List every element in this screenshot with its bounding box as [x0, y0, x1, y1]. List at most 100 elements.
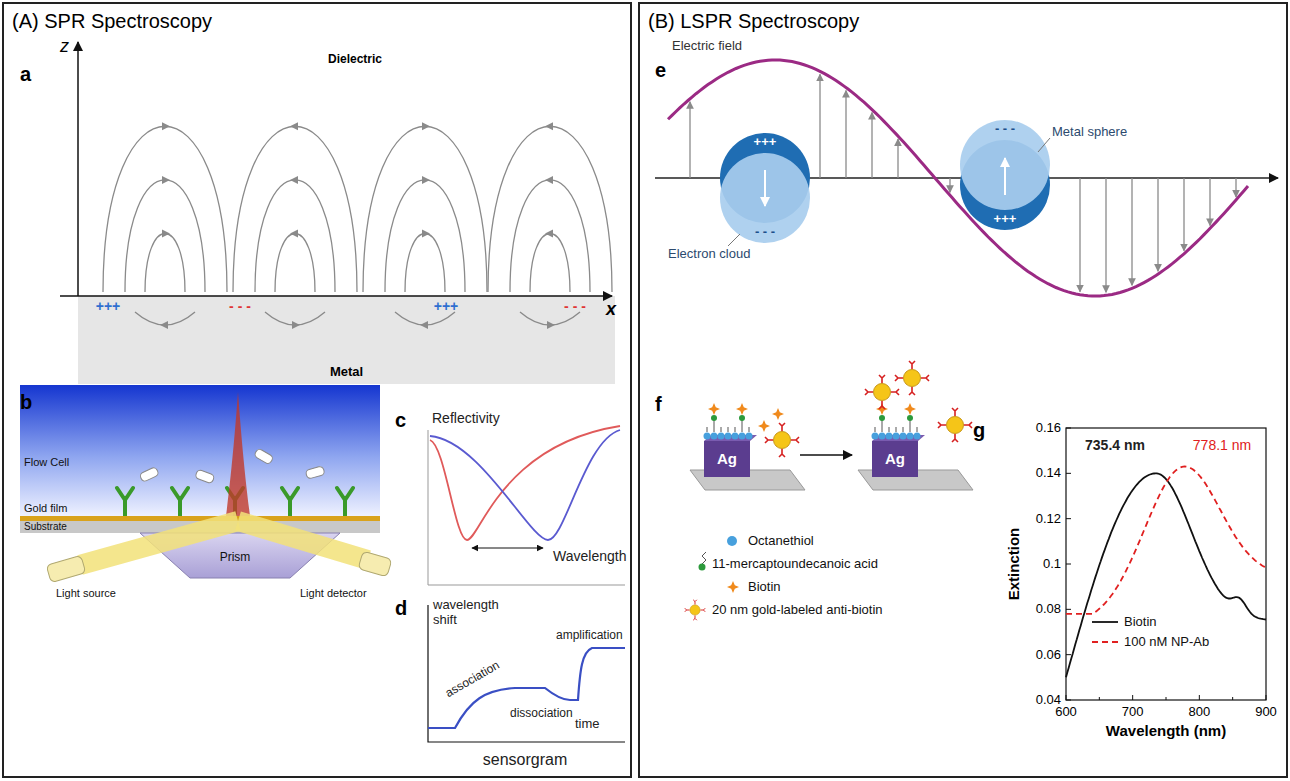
layer-label: Metal [330, 364, 363, 380]
panel-f-assay-use [727, 581, 739, 593]
tick-label: 900 [1255, 704, 1277, 720]
panel-letter: e [655, 58, 666, 82]
panel-b-prism-setup [20, 385, 392, 583]
field-arrow [422, 122, 430, 130]
panel-g-chart [1066, 428, 1266, 700]
charge: - - - [995, 121, 1015, 137]
panel-f-assay-path [702, 552, 706, 564]
tick-label: 0.06 [1036, 647, 1061, 663]
charge: +++ [96, 298, 121, 315]
charge-flow-arrow [420, 321, 428, 329]
panel-letter: g [973, 418, 985, 442]
axis-label: Reflectivity [432, 410, 500, 427]
charge: - - - [755, 224, 775, 240]
silver-slab: Ag [704, 441, 750, 477]
phase-label: amplification [556, 628, 623, 642]
panel-e-dipole-line [1038, 138, 1050, 152]
field-line [275, 234, 315, 293]
panel-g-chart-g [1066, 428, 1266, 700]
panel-e-dipole-line [728, 234, 740, 246]
part-label: Electron cloud [668, 246, 750, 262]
tick [1066, 428, 1071, 429]
axis-label: time [575, 716, 600, 732]
field-arrow [545, 122, 553, 130]
panel-b-prism-setup-line [80, 521, 238, 565]
field-line [145, 234, 185, 293]
panel-b-prism-setup-rect [139, 467, 159, 483]
panel-f-assay-use [895, 361, 929, 395]
field-arrow [1183, 178, 1184, 251]
tick [1066, 473, 1071, 474]
panel-e-dipole-circle [720, 153, 810, 243]
panel-f-assay-use [704, 403, 753, 440]
panel-b-prism-setup-rect [254, 448, 274, 465]
field-arrow [897, 139, 898, 178]
panel-b-prism-setup-rect [305, 466, 325, 479]
panel-a-field-line [77, 42, 79, 296]
panel-letter: f [655, 392, 662, 416]
chart-title: sensorgram [483, 750, 567, 769]
charge-flow-arrow [160, 321, 168, 329]
spectrum-line [1066, 467, 1266, 614]
field-arrow [1105, 178, 1106, 292]
field-arrow [162, 176, 170, 184]
field-arrow [1235, 178, 1236, 197]
phase-label: association [443, 658, 502, 700]
tick [1066, 609, 1071, 610]
part-label: Gold film [24, 502, 67, 515]
part-label: Ag [885, 450, 905, 468]
panel-c-reflectivity-path [430, 430, 620, 540]
panel: (B) LSPR SpectroscopyAgAg [638, 2, 1288, 778]
tick [1066, 518, 1071, 519]
panel-d-sensorgram [428, 605, 625, 742]
tick-label: 0.12 [1036, 511, 1061, 527]
axis-title: Extinction [1005, 528, 1023, 601]
key-label: 20 nm gold-labeled anti-biotin [712, 602, 883, 618]
panel-a-field-line [60, 295, 612, 297]
panel-b-prism-setup-line [238, 521, 368, 560]
axis-label: Wavelength [553, 548, 626, 565]
panel-b-prism-setup-rect [46, 555, 86, 582]
field-line [488, 126, 612, 292]
panel-f-assay-use [758, 420, 770, 432]
panel-a-field [60, 42, 615, 384]
peak-label: 778.1 nm [1193, 437, 1251, 454]
phase-label: dissociation [510, 706, 573, 720]
charge: - - - [229, 298, 251, 315]
panel-e-dipole-g [655, 60, 1278, 296]
field-arrow [949, 178, 950, 192]
panel-letter: b [20, 390, 32, 414]
panel-c-reflectivity-line [472, 548, 543, 549]
legend-sample [1092, 621, 1118, 623]
metal-layer: Metal [78, 296, 615, 384]
legend-label: 100 nM NP-Ab [1124, 634, 1209, 650]
tick-label: 800 [1188, 704, 1210, 720]
part-label: Metal sphere [1052, 124, 1127, 140]
panel-e-dipole-line [1004, 158, 1006, 195]
panel-f-assay [685, 361, 973, 620]
field-arrow [1131, 178, 1132, 285]
tick-label: 700 [1122, 704, 1144, 720]
peak-label: 735.4 nm [1085, 437, 1145, 454]
panel-letter: d [395, 596, 407, 620]
panel-b-prism-setup-rect [195, 469, 215, 484]
tick [1066, 700, 1071, 701]
panel: (A) SPR SpectroscopyMetalPrism [2, 2, 632, 778]
tick [1199, 695, 1200, 700]
region-label: Dielectric [328, 52, 382, 66]
charge: +++ [434, 298, 459, 315]
panel-letter: c [395, 408, 406, 432]
panel-b-prism-setup-rect [20, 516, 380, 521]
key-label: 11-mercaptoundecanoic acid [712, 556, 878, 572]
field-arrow [162, 230, 170, 238]
legend-label: Biotin [1124, 614, 1157, 630]
field-line [255, 180, 335, 292]
field-line [405, 234, 445, 293]
tick [1166, 697, 1167, 700]
panel-heading: (A) SPR Spectroscopy [12, 9, 212, 33]
part-label: Light source [56, 587, 116, 600]
tick-label: 600 [1055, 704, 1077, 720]
panel-f-assay-use [772, 408, 784, 420]
charge: - - - [564, 298, 586, 315]
panel-e-dipole-circle [960, 120, 1050, 210]
